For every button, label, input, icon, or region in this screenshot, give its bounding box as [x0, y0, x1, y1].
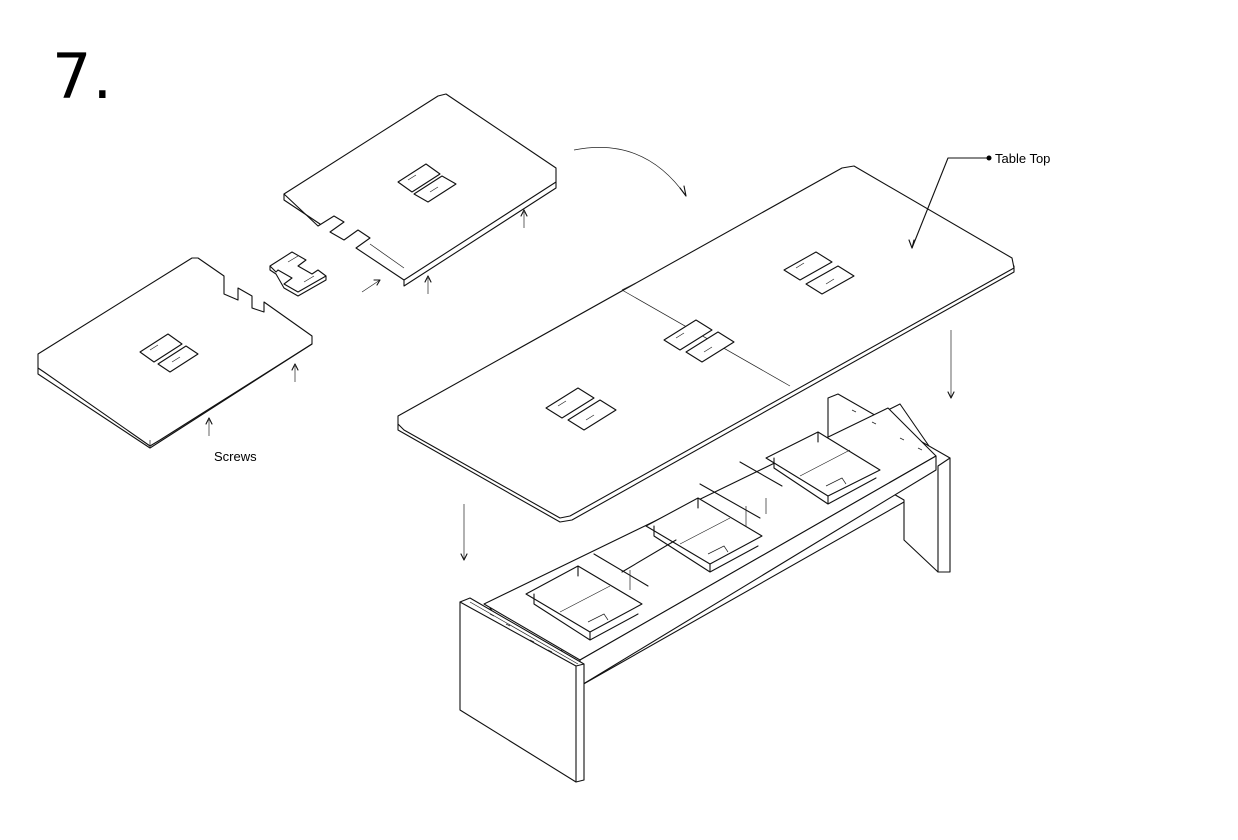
direction-arrows: [205, 147, 955, 561]
screws-label: Screws: [214, 449, 257, 464]
base-wire-box-1: [525, 565, 643, 641]
base-wire-box-2: [645, 497, 763, 573]
table-top-label: Table Top: [995, 151, 1050, 166]
base-wire-box-3: [765, 431, 881, 505]
connector-panel: [269, 251, 327, 297]
top-table-panel: [283, 93, 557, 287]
step-number: 7.: [52, 40, 114, 113]
table-top-right-cutouts: [783, 251, 855, 295]
table-top-left-cutouts: [545, 387, 617, 431]
top-panel-cutouts: [397, 163, 457, 203]
table-base: [459, 393, 951, 783]
table-top-middle-cutouts: [663, 319, 735, 363]
table-top-callout: Table Top: [908, 151, 1050, 249]
left-panel-cutouts: [139, 333, 199, 373]
assembled-table-top: [397, 165, 1015, 523]
left-table-panel: [37, 257, 313, 449]
